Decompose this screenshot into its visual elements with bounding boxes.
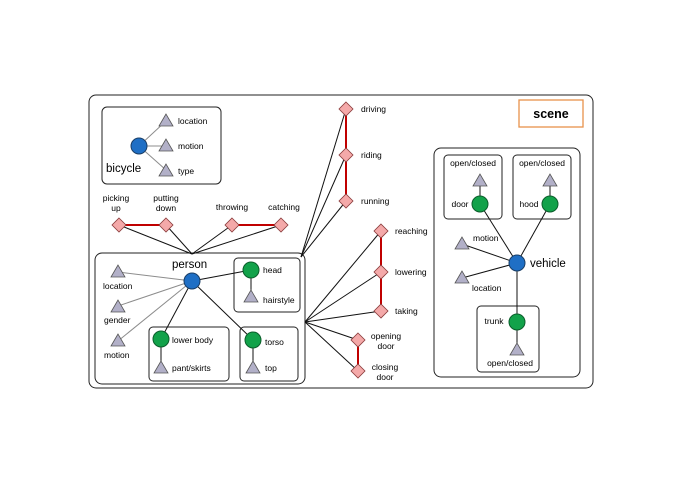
scene-frame — [88, 94, 594, 389]
vehicle-location-triangle — [454, 270, 470, 284]
bicycle-location-label: location — [178, 116, 208, 126]
person-gender-label: gender — [104, 315, 131, 325]
top-triangle — [245, 360, 261, 374]
lower-body-node — [152, 330, 170, 348]
pant-skirts-label: pant/skirts — [172, 363, 211, 373]
throwing-diamond — [224, 217, 240, 233]
torso-group — [239, 326, 299, 382]
putting-down-diamond — [158, 217, 174, 233]
vehicle-location-label: location — [472, 283, 502, 293]
catching-label: catching — [268, 202, 300, 212]
torso-node — [244, 331, 262, 349]
hairstyle-triangle — [243, 289, 259, 303]
person-location-label: location — [103, 281, 133, 291]
label-line: down — [156, 203, 177, 213]
catching-diamond — [273, 217, 289, 233]
person-location-triangle — [110, 264, 126, 278]
label-line: door — [377, 341, 394, 351]
top-label: top — [265, 363, 277, 373]
trunk-state-label: open/closed — [487, 358, 533, 368]
bicycle-type-label: type — [178, 166, 194, 176]
label-line: putting — [153, 193, 179, 203]
bicycle-location-triangle — [158, 113, 174, 127]
label-line: door — [376, 372, 393, 382]
reaching-diamond — [373, 223, 389, 239]
lowering-label: lowering — [395, 267, 427, 277]
lowering-diamond — [373, 264, 389, 280]
label-line: opening — [371, 331, 402, 341]
vehicle-motion-label: motion — [473, 233, 499, 243]
pant-skirts-triangle — [153, 360, 169, 374]
riding-label: riding — [361, 150, 382, 160]
head-node — [242, 261, 260, 279]
taking-diamond — [373, 303, 389, 319]
person-motion-label: motion — [104, 350, 130, 360]
trunk-label: trunk — [485, 316, 505, 326]
scene-label: scene — [533, 107, 568, 121]
label-line: closing — [372, 362, 399, 372]
person-motion-triangle — [110, 333, 126, 347]
picking-up-diamond — [111, 217, 127, 233]
person-gender-triangle — [110, 299, 126, 313]
vehicle-group — [433, 147, 581, 378]
label-line: picking — [103, 193, 130, 203]
person-attribute-edges — [117, 271, 193, 342]
vehicle-label: vehicle — [530, 258, 566, 270]
trunk-group — [476, 305, 540, 373]
bicycle-motion-triangle — [158, 138, 174, 152]
trunk-state-triangle — [509, 342, 525, 356]
bicycle-type-triangle — [158, 163, 174, 177]
riding-diamond — [338, 147, 354, 163]
action-diamonds — [111, 101, 389, 379]
vehicle-motion-triangle — [454, 236, 470, 250]
running-label: running — [361, 196, 390, 206]
bicycle-node — [130, 137, 148, 155]
running-diamond — [338, 193, 354, 209]
driving-label: driving — [361, 104, 386, 114]
bicycle-motion-label: motion — [178, 141, 204, 151]
throwing-label: throwing — [216, 202, 248, 212]
part-nodes — [152, 195, 559, 349]
door-node — [471, 195, 489, 213]
labels: bicycle location motion type person loca… — [103, 104, 566, 382]
trunk-node — [508, 313, 526, 331]
taking-label: taking — [395, 306, 418, 316]
hood-label: hood — [520, 199, 539, 209]
head-label: head — [263, 265, 282, 275]
property-triangles — [110, 113, 558, 374]
torso-label: torso — [265, 337, 284, 347]
person-group — [94, 252, 306, 385]
vehicle-node — [508, 254, 526, 272]
door-state-triangle — [472, 173, 488, 187]
reaching-label: reaching — [395, 226, 428, 236]
person-label: person — [172, 259, 207, 271]
hairstyle-label: hairstyle — [263, 295, 295, 305]
door-label: door — [451, 199, 468, 209]
head-group — [233, 257, 301, 313]
bicycle-label: bicycle — [106, 163, 141, 175]
lower-body-group — [148, 326, 230, 382]
hood-node — [541, 195, 559, 213]
scene-label-box — [518, 99, 584, 128]
bicycle-group — [101, 106, 222, 185]
person-node — [183, 272, 201, 290]
door-state-label: open/closed — [450, 158, 496, 168]
driving-diamond — [338, 101, 354, 117]
closing-door-diamond — [350, 363, 366, 379]
entity-nodes — [130, 137, 526, 290]
door-group — [443, 154, 503, 220]
opening-door-diamond — [350, 332, 366, 348]
hood-state-label: open/closed — [519, 158, 565, 168]
lower-body-label: lower body — [172, 335, 214, 345]
hood-state-triangle — [542, 173, 558, 187]
label-line: up — [111, 203, 121, 213]
